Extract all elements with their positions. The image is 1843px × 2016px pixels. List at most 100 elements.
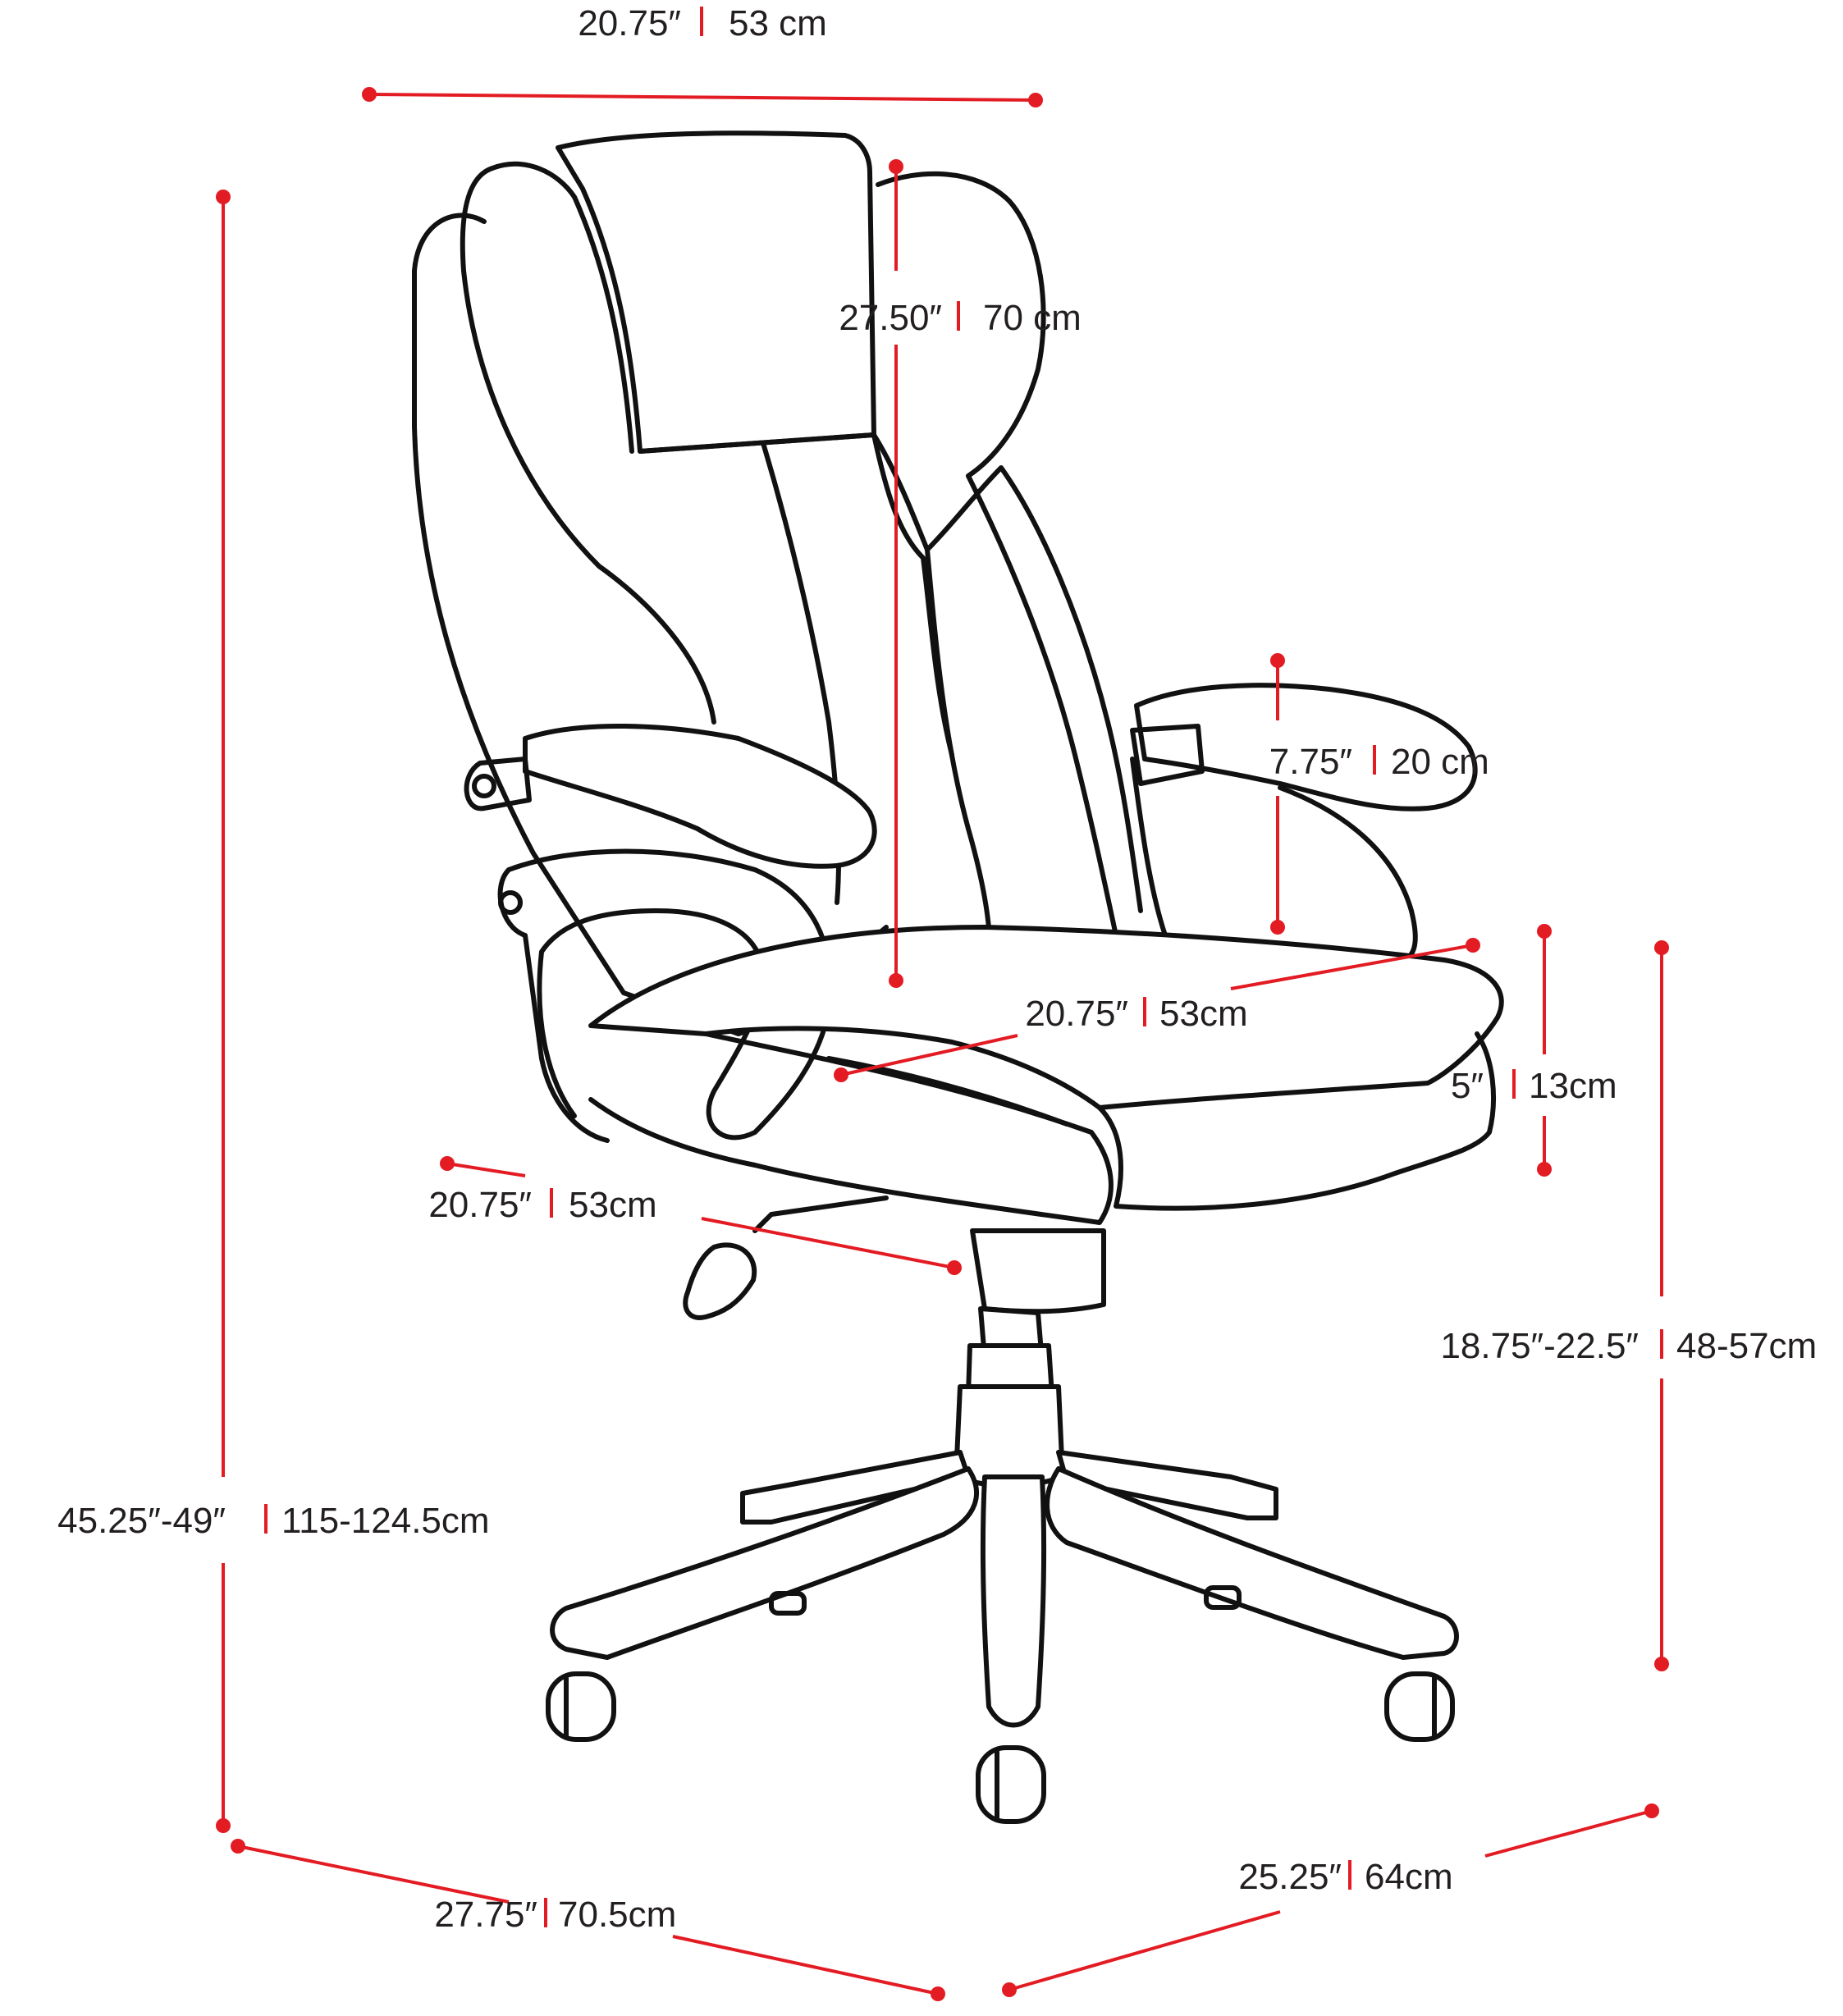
backrest-right-inner — [966, 473, 1118, 938]
seat-depth-separator — [550, 1188, 553, 1218]
seat-thickness-separator — [1512, 1069, 1516, 1099]
backrest-right-bolster — [925, 465, 1143, 913]
base-width-line-right — [1484, 1809, 1653, 1858]
seat-height-top-dot — [1654, 940, 1669, 955]
back-height-bottom-dot — [889, 973, 903, 988]
arm-height-label: 7.75″ 20 cm — [1269, 742, 1489, 782]
seat-depth-imperial: 20.75″ — [428, 1185, 532, 1225]
base-depth-imperial: 27.75″ — [434, 1895, 537, 1935]
backrest-center-panel — [638, 432, 993, 971]
base-depth-metric: 70.5cm — [558, 1895, 676, 1935]
caster-left — [546, 1671, 616, 1742]
arm-height-separator — [1373, 745, 1376, 775]
top-width-label: 20.75″ 53 cm — [578, 3, 827, 43]
overall-height-label: 45.25″-49″ 115-124.5cm — [57, 1501, 489, 1541]
seat-width-separator — [1143, 997, 1146, 1026]
top-width-metric: 53 cm — [729, 3, 827, 43]
top-width-line — [368, 93, 1036, 102]
base-depth-label: 27.75″ 70.5cm — [434, 1895, 676, 1935]
right-armrest-support — [1130, 757, 1418, 967]
backrest-left-bolster — [460, 166, 716, 725]
overall-height-bottom-dot — [216, 1818, 231, 1833]
back-height-top-dot — [889, 159, 903, 174]
top-width-separator — [700, 7, 703, 36]
seat-cushion-front — [1097, 1031, 1496, 1211]
back-height-label: 27.50″ 70 cm — [839, 298, 1082, 338]
left-armrest-support — [506, 848, 833, 1141]
seat-width-right-dot — [1466, 938, 1480, 953]
arm-height-top-dot — [1270, 653, 1285, 668]
caster-back-left — [769, 1591, 807, 1616]
base-leg-front-left — [550, 1466, 979, 1660]
overall-height-top-dot — [216, 190, 231, 204]
base-depth-line-left — [237, 1845, 510, 1904]
base-width-separator — [1348, 1860, 1351, 1890]
seat-width-line-left — [840, 1034, 1018, 1077]
seat-width-label: 20.75″ 53cm — [1025, 994, 1247, 1034]
seat-height-metric: 48-57cm — [1676, 1326, 1817, 1366]
office-chair-illustration — [412, 130, 1504, 1824]
base-leg-front-right — [1045, 1466, 1459, 1660]
arm-height-metric: 20 cm — [1391, 742, 1489, 782]
base-depth-line-right — [672, 1935, 939, 1995]
overall-height-metric: 115-124.5cm — [281, 1501, 490, 1541]
left-armrest-bolt — [472, 774, 496, 798]
seat-thickness-metric: 13cm — [1529, 1066, 1617, 1106]
base-leg-front — [980, 1474, 1047, 1728]
headrest-right-wing — [876, 171, 1046, 478]
seat-depth-label: 20.75″ 53cm — [428, 1185, 656, 1225]
overall-height-separator — [264, 1504, 268, 1534]
left-armrest-bracket — [464, 757, 532, 811]
seat-cushion-left-edge — [588, 1031, 1114, 1225]
seat-thickness-label: 5″ 13cm — [1451, 1066, 1617, 1106]
seat-depth-line-lower — [701, 1217, 955, 1269]
seat-depth-line-upper — [446, 1162, 526, 1177]
top-width-start-dot — [362, 87, 377, 102]
seat-thickness-imperial: 5″ — [1451, 1066, 1484, 1106]
dimension-lines — [216, 87, 1669, 2001]
left-armrest-pad — [523, 724, 877, 869]
base-depth-separator — [544, 1898, 547, 1927]
caster-right — [1384, 1671, 1455, 1742]
seat-thickness-top-dot — [1537, 924, 1552, 939]
seat-depth-metric: 53cm — [569, 1185, 657, 1225]
top-width-imperial: 20.75″ — [578, 3, 681, 43]
headrest — [556, 130, 876, 454]
seat-width-imperial: 20.75″ — [1025, 994, 1128, 1034]
backrest-center-seam-right — [871, 432, 954, 757]
back-height-metric: 70 cm — [983, 298, 1082, 338]
seat-height-imperial: 18.75″-22.5″ — [1440, 1326, 1639, 1366]
seat-width-metric: 53cm — [1159, 994, 1248, 1034]
seat-mechanism — [970, 1228, 1106, 1314]
seat-width-left-dot — [834, 1067, 848, 1082]
seat-seam — [826, 1056, 1069, 1127]
caster-front — [976, 1745, 1046, 1824]
seat-height-bottom-dot — [1654, 1657, 1669, 1671]
seat-thickness-bottom-dot — [1537, 1162, 1552, 1177]
base-width-end-dot — [1644, 1803, 1659, 1818]
seat-width-line-right — [1230, 944, 1474, 990]
seat-height-separator — [1660, 1329, 1663, 1359]
overall-height-imperial: 45.25″-49″ — [57, 1501, 226, 1541]
height-lever — [752, 1195, 889, 1233]
base-width-line-left — [1008, 1910, 1281, 1991]
back-height-imperial: 27.50″ — [839, 298, 942, 338]
base-width-imperial: 25.25″ — [1238, 1857, 1342, 1897]
height-lever-handle — [683, 1242, 757, 1320]
left-armrest-front-loop — [497, 867, 610, 1143]
base-depth-end-dot — [931, 1986, 945, 2001]
left-armrest-front-bolt — [498, 890, 523, 915]
seat-depth-start-dot — [440, 1156, 455, 1171]
seat-depth-end-dot — [947, 1260, 962, 1275]
seat-height-label: 18.75″-22.5″ 48-57cm — [1440, 1326, 1817, 1366]
dimension-labels: 20.75″ 53 cm 27.50″ 70 cm 7.75″ 20 cm 20… — [57, 3, 1817, 1935]
back-height-separator — [957, 301, 960, 331]
top-width-end-dot — [1028, 93, 1043, 107]
base-width-metric: 64cm — [1365, 1857, 1453, 1897]
caster-back-right — [1204, 1585, 1242, 1610]
arm-height-bottom-dot — [1270, 920, 1285, 935]
right-armrest-bracket — [1130, 724, 1205, 786]
arm-height-imperial: 7.75″ — [1269, 742, 1352, 782]
